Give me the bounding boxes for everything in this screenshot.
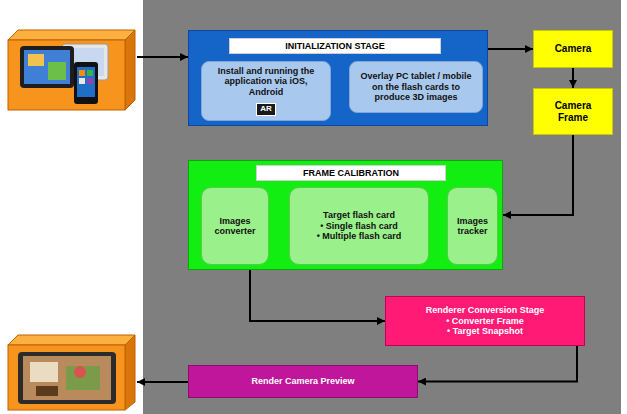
text-group: Render Camera Preview <box>251 376 354 386</box>
flow-arrow <box>503 135 573 215</box>
stage-title: FRAME CALIBRATION <box>303 168 399 178</box>
step-box: Images tracker <box>447 187 498 265</box>
flow-arrow <box>572 68 574 88</box>
flow-arrow <box>418 346 577 382</box>
node-label: • Multiple flash card <box>317 231 402 241</box>
node-label: Renderer Conversion Stage <box>426 305 545 315</box>
stage-box: Renderer Conversion Stage• Converter Fra… <box>385 296 585 346</box>
node-label: Overlay PC tablet / mobile on the flash … <box>355 71 477 102</box>
text-group: Images tracker <box>453 216 492 237</box>
text-group: Renderer Conversion Stage• Converter Fra… <box>426 305 545 336</box>
device-box: Camera <box>533 30 613 68</box>
stage-panel: Images converter Target flash card• Singl… <box>188 160 503 270</box>
title-bar: FRAME CALIBRATION <box>256 165 446 181</box>
text-group: Images converter <box>207 216 263 237</box>
input-arrow <box>137 56 188 58</box>
step-box: Install and running the application via … <box>201 61 331 121</box>
title-bar: INITIALIZATION STAGE <box>229 38 441 54</box>
text-group: Camera Frame <box>539 100 607 123</box>
node-label: Install and running the application via … <box>207 66 325 97</box>
text-group: Target flash card• Single flash card• Mu… <box>317 210 402 241</box>
stage-panel: Install and running the application via … <box>188 30 488 126</box>
step-box: Images converter <box>201 187 269 265</box>
flow-arrow <box>250 270 385 321</box>
node-label: Images converter <box>207 216 263 237</box>
background-panel <box>143 0 621 414</box>
flow-arrow <box>488 48 533 50</box>
output-arrow <box>137 381 188 383</box>
node-label: Camera Frame <box>539 100 607 123</box>
text-group: Camera <box>555 43 592 55</box>
stage-box: Render Camera Preview <box>188 365 418 398</box>
node-label: • Single flash card <box>317 221 402 231</box>
device-cube <box>8 30 135 110</box>
ar-badge: AR <box>256 103 276 116</box>
text-group: Overlay PC tablet / mobile on the flash … <box>355 71 477 102</box>
node-label: • Converter Frame <box>426 316 545 326</box>
step-box: Target flash card• Single flash card• Mu… <box>289 187 429 265</box>
node-label: Render Camera Preview <box>251 376 354 386</box>
stage-title: INITIALIZATION STAGE <box>285 41 385 51</box>
node-label: Target flash card <box>317 210 402 220</box>
step-box: Overlay PC tablet / mobile on the flash … <box>349 61 483 113</box>
device-cube <box>8 335 135 410</box>
node-label: Camera <box>555 43 592 55</box>
node-label: Images tracker <box>453 216 492 237</box>
text-group: Install and running the application via … <box>207 66 325 116</box>
device-box: Camera Frame <box>533 88 613 135</box>
node-label: • Target Snapshot <box>426 326 545 336</box>
